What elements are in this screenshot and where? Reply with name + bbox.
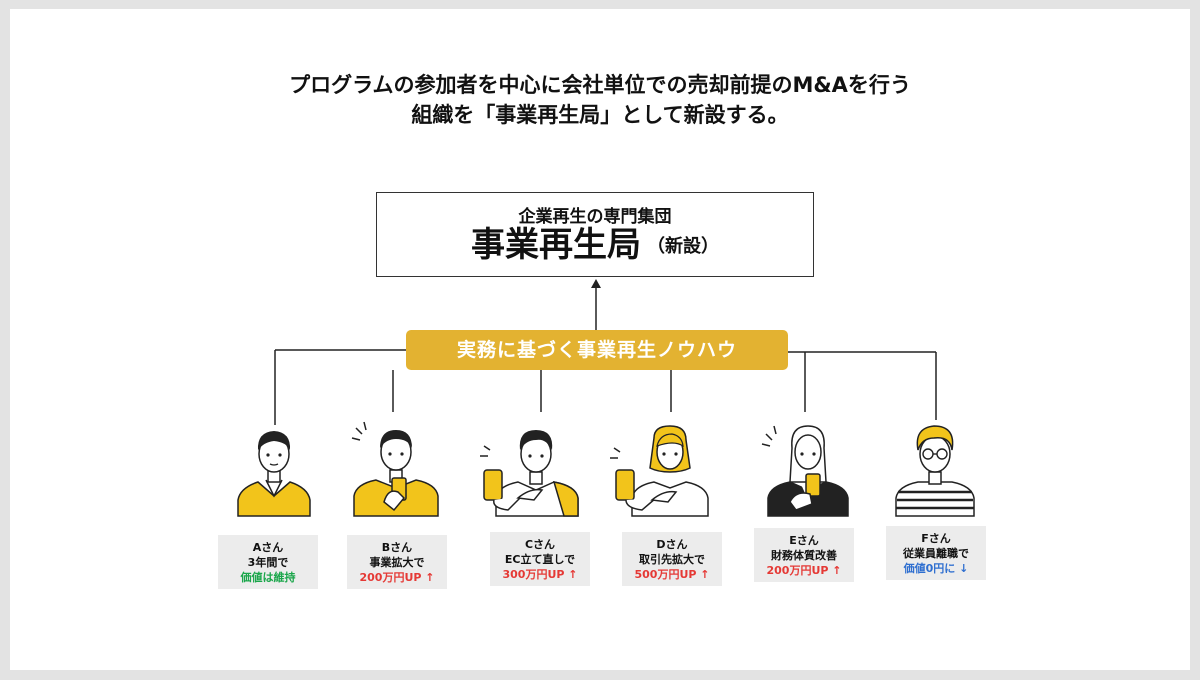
person-result: 価値は維持: [240, 571, 296, 584]
bureau-title: 事業再生局 （新設）: [377, 225, 813, 267]
person-name: Cさん: [524, 538, 556, 551]
person-action: 従業員離職で: [903, 547, 969, 560]
headline-line-1: プログラムの参加者を中心に会社単位での売却前提のM&Aを行う: [289, 73, 911, 97]
person-result: 300万円UP ↑: [502, 568, 578, 581]
arrow-head-icon: [591, 279, 601, 288]
person-action: 財務体質改善: [771, 549, 837, 562]
person-result: 200万円UP ↑: [766, 564, 842, 577]
person-name: Dさん: [656, 538, 688, 551]
headline-line-2: 組織を「事業再生局」として新設する。: [411, 103, 789, 127]
person-action: 取引先拡大で: [639, 553, 705, 566]
person-name: Bさん: [381, 541, 413, 554]
person-a-illustration: [237, 431, 311, 517]
person-card-c: Cさん EC立て直しで 300万円UP ↑: [490, 532, 590, 586]
person-name: Aさん: [252, 541, 284, 554]
business-revival-bureau-box: 企業再生の専門集団 事業再生局 （新設）: [376, 192, 814, 277]
bureau-subtitle: 企業再生の専門集団: [518, 207, 672, 227]
person-f-illustration: [895, 425, 975, 517]
person-action: EC立て直しで: [504, 553, 576, 566]
person-d-illustration: [610, 425, 709, 517]
person-result: 200万円UP ↑: [359, 571, 435, 584]
bureau-title-text: 事業再生局: [471, 225, 641, 265]
person-b-illustration: [351, 421, 439, 517]
headline: プログラムの参加者を中心に会社単位での売却前提のM&Aを行う 組織を「事業再生局…: [0, 70, 1200, 130]
person-name: Fさん: [921, 532, 951, 545]
person-card-e: Eさん 財務体質改善 200万円UP ↑: [754, 528, 854, 582]
person-result: 価値0円に ↓: [903, 562, 969, 575]
person-result: 500万円UP ↑: [634, 568, 710, 581]
person-card-d: Dさん 取引先拡大で 500万円UP ↑: [622, 532, 722, 586]
person-name: Eさん: [789, 534, 819, 547]
person-card-f: Fさん 従業員離職で 価値0円に ↓: [886, 526, 986, 580]
person-card-b: Bさん 事業拡大で 200万円UP ↑: [347, 535, 447, 589]
person-card-a: Aさん 3年間で 価値は維持: [218, 535, 318, 589]
bureau-title-suffix: （新設）: [647, 236, 719, 257]
person-c-illustration: [480, 430, 579, 517]
person-action: 事業拡大で: [369, 556, 425, 569]
person-e-illustration: [761, 425, 849, 517]
person-action: 3年間で: [247, 556, 289, 569]
knowhow-banner: 実務に基づく事業再生ノウハウ: [406, 330, 788, 370]
